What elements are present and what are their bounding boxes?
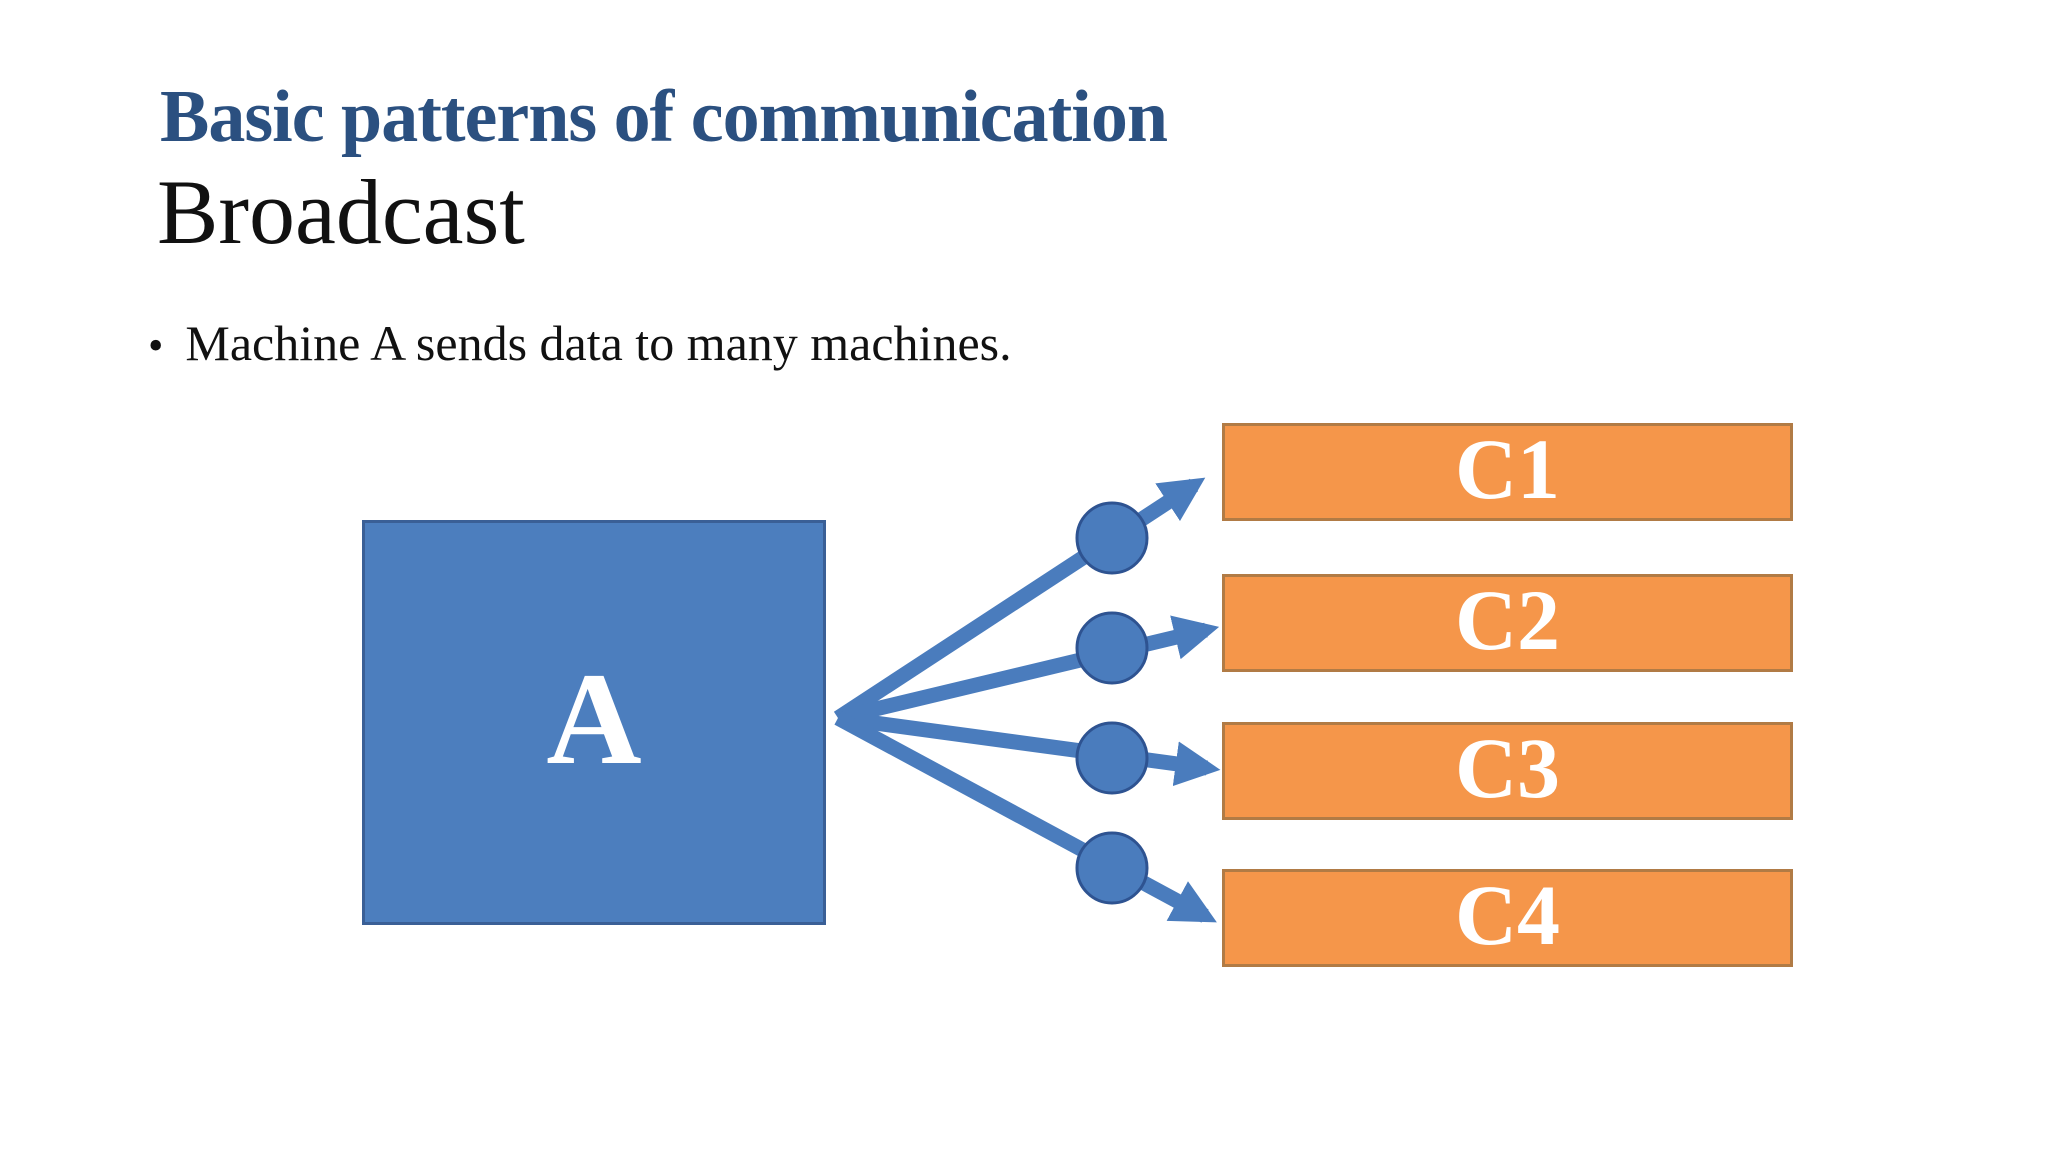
slide-subtitle: Broadcast: [157, 161, 525, 263]
slide-title: Basic patterns of communication: [160, 76, 1168, 158]
machine-a-label: A: [546, 644, 642, 792]
machine-c4-label: C4: [1454, 867, 1561, 963]
relay-node-circle-3: [1075, 721, 1149, 795]
machine-c1-label: C1: [1454, 421, 1561, 517]
machine-c1-box: C1: [1222, 423, 1793, 521]
machine-c4-box: C4: [1222, 869, 1793, 967]
machine-c2-label: C2: [1454, 572, 1561, 668]
relay-node-circle-4: [1075, 831, 1149, 905]
relay-node-circle-2: [1075, 611, 1149, 685]
machine-a-box: A: [362, 520, 826, 925]
relay-node-circle-1: [1075, 501, 1149, 575]
bullet-marker: •: [148, 321, 164, 370]
bullet-text: Machine A sends data to many machines.: [185, 315, 1012, 371]
bullet-line: • Machine A sends data to many machines.: [148, 316, 1012, 371]
machine-c3-label: C3: [1454, 720, 1561, 816]
machine-c3-box: C3: [1222, 722, 1793, 820]
machine-c2-box: C2: [1222, 574, 1793, 672]
